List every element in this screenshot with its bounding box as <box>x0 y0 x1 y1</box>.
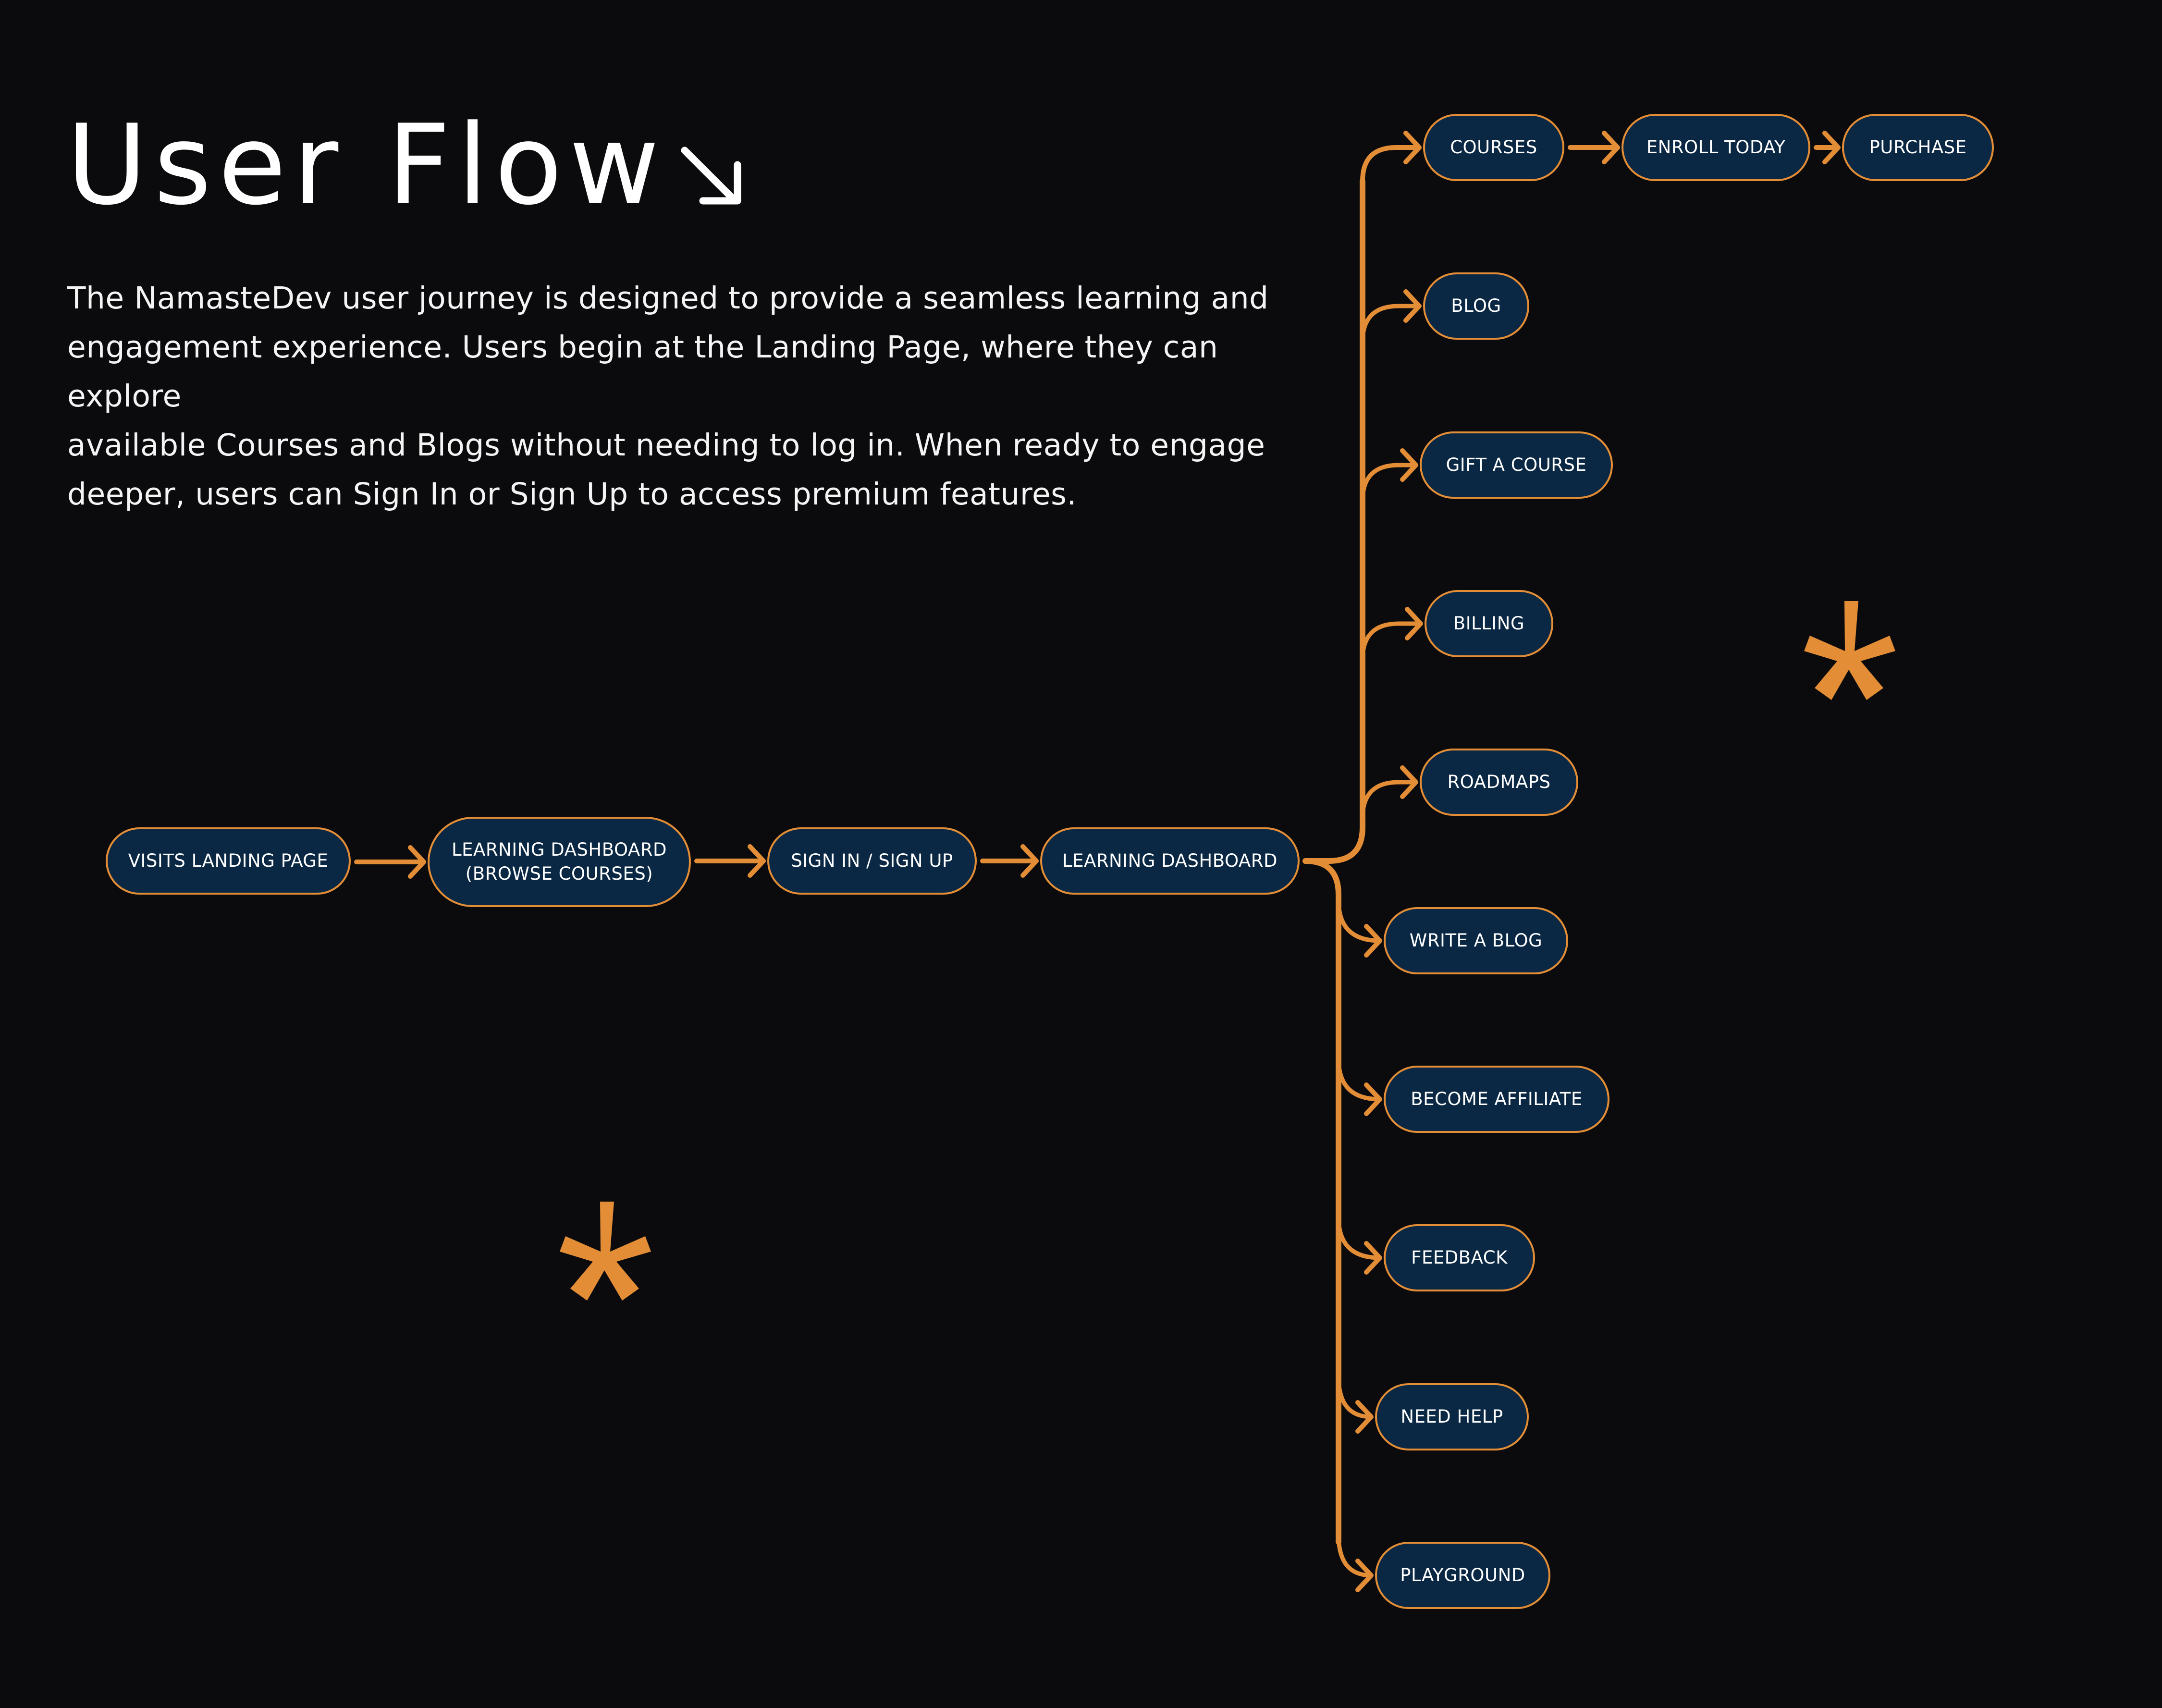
node-feedback[interactable]: FEEDBACK <box>1384 1224 1535 1291</box>
asterisk-icon <box>1804 601 1895 700</box>
description-line: The NamasteDev user journey is designed … <box>67 281 1269 316</box>
node-label: COURSES <box>1450 137 1537 158</box>
arrowhead-icon <box>1364 1241 1382 1275</box>
arrowhead-icon <box>408 845 426 879</box>
arrowhead-icon <box>1364 1082 1382 1116</box>
branch-playground <box>1336 1532 1374 1578</box>
node-learning-dashboard-browse-courses[interactable]: LEARNING DASHBOARD (BROWSE COURSES) <box>428 817 691 907</box>
arrowhead-icon <box>1403 131 1422 164</box>
node-sign-in-sign-up[interactable]: SIGN IN / SIGN UP <box>767 827 977 895</box>
node-label: BECOME AFFILIATE <box>1411 1089 1583 1109</box>
arrowhead-icon <box>1400 448 1418 482</box>
arrowhead-icon <box>1403 289 1422 323</box>
node-visits-landing-page[interactable]: VISITS LANDING PAGE <box>106 827 351 895</box>
arrowhead-icon <box>1602 131 1620 164</box>
node-label: BILLING <box>1453 613 1525 634</box>
node-become-affiliate[interactable]: BECOME AFFILIATE <box>1384 1066 1609 1133</box>
node-label: BLOG <box>1451 295 1501 316</box>
node-label: NEED HELP <box>1400 1406 1503 1427</box>
arrowhead-icon <box>1822 131 1841 164</box>
node-gift-a-course[interactable]: GIFT A COURSE <box>1420 431 1613 499</box>
description-line: available Courses and Blogs without need… <box>67 428 1265 463</box>
arrowhead-icon <box>1405 607 1423 640</box>
node-label: ENROLL TODAY <box>1646 137 1786 158</box>
node-roadmaps[interactable]: ROADMAPS <box>1420 749 1578 816</box>
node-purchase[interactable]: PURCHASE <box>1842 114 1994 181</box>
description-line: engagement experience. Users begin at th… <box>67 330 1218 414</box>
branch-become-affiliate <box>1336 1056 1382 1102</box>
branch-feedback <box>1336 1215 1382 1260</box>
arrow-down-right-icon <box>681 147 741 205</box>
arrowhead-icon <box>1355 1559 1374 1592</box>
node-label: LEARNING DASHBOARD <box>1062 850 1278 871</box>
node-label: FEEDBACK <box>1411 1247 1508 1268</box>
node-label: WRITE A BLOG <box>1409 930 1543 951</box>
node-need-help[interactable]: NEED HELP <box>1375 1383 1529 1450</box>
arrowhead-icon <box>1400 765 1418 799</box>
arrowhead-icon <box>748 844 766 878</box>
branch-courses <box>1360 145 1422 184</box>
branch-write-a-blog <box>1336 897 1382 943</box>
node-label: SIGN IN / SIGN UP <box>791 850 953 871</box>
branch-roadmaps <box>1360 780 1418 821</box>
node-write-a-blog[interactable]: WRITE A BLOG <box>1384 907 1568 974</box>
node-label: PURCHASE <box>1869 137 1967 158</box>
node-label: GIFT A COURSE <box>1446 455 1587 475</box>
branch-gift-a-course <box>1360 463 1418 504</box>
trunk-down <box>1302 858 1341 1545</box>
node-blog[interactable]: BLOG <box>1423 272 1529 340</box>
branch-blog <box>1360 304 1422 344</box>
arrowhead-icon <box>1364 924 1382 958</box>
node-label: PLAYGROUND <box>1400 1565 1525 1585</box>
branch-billing <box>1360 621 1423 662</box>
node-playground[interactable]: PLAYGROUND <box>1375 1542 1550 1609</box>
page-title: User Flow <box>66 101 666 230</box>
node-courses[interactable]: COURSES <box>1423 114 1564 181</box>
node-billing[interactable]: BILLING <box>1425 590 1553 657</box>
arrowhead-icon <box>1355 1400 1374 1434</box>
node-label: ROADMAPS <box>1447 772 1551 792</box>
node-learning-dashboard[interactable]: LEARNING DASHBOARD <box>1040 827 1300 895</box>
trunk-up <box>1302 178 1365 864</box>
description: The NamasteDev user journey is designed … <box>67 274 1316 519</box>
node-label: VISITS LANDING PAGE <box>128 850 329 871</box>
description-line: deeper, users can Sign In or Sign Up to … <box>67 477 1077 512</box>
asterisk-icon <box>560 1202 651 1301</box>
node-label: LEARNING DASHBOARD (BROWSE COURSES) <box>452 839 667 884</box>
arrowhead-icon <box>1020 844 1039 878</box>
branch-need-help <box>1336 1374 1374 1419</box>
node-enroll-today[interactable]: ENROLL TODAY <box>1622 114 1810 181</box>
